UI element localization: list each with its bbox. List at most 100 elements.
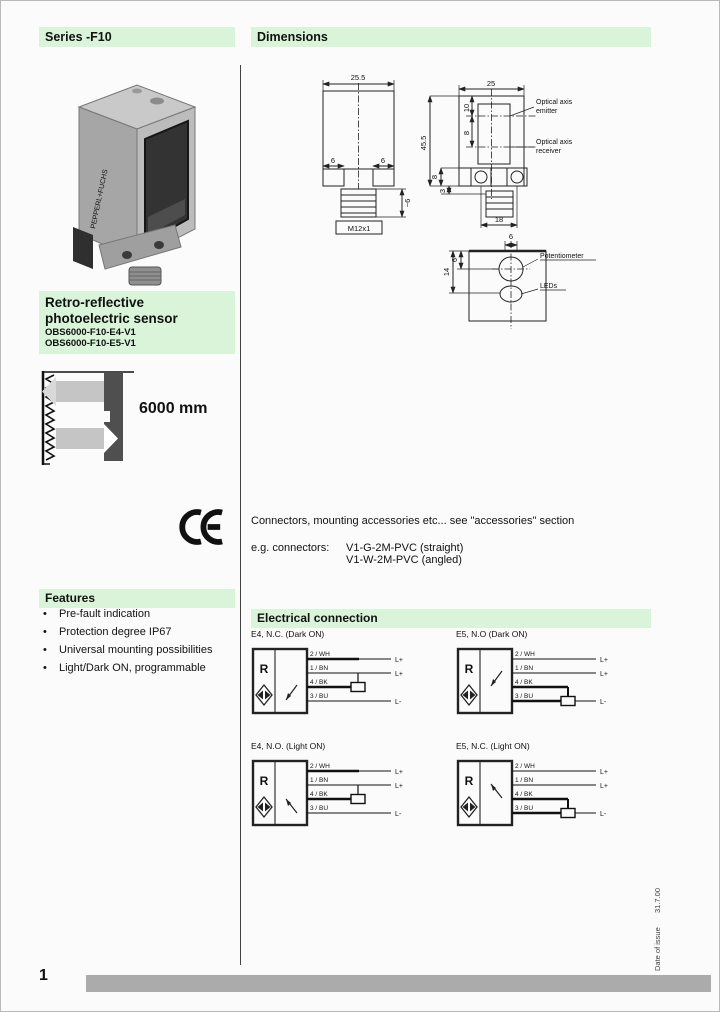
dim-front-emitter-offset: 10 <box>462 104 471 112</box>
side-view-drawing <box>322 80 406 235</box>
wiring-diagram-e4-dark-on: E4, N.C. (Dark ON) R 2 / WH 1 / BN 4 / B… <box>251 629 451 724</box>
optical-symbol-right <box>265 690 271 700</box>
optical-symbol-right <box>470 690 476 700</box>
connectors-note: Connectors, mounting accessories etc... … <box>251 515 575 527</box>
product-model-1: OBS6000-F10-E4-V1 <box>45 327 136 338</box>
receiver-symbol: R <box>465 774 474 788</box>
wiring-schematic: R 2 / WH 1 / BN 4 / BK 3 / BU L+ L+ L- <box>456 759 608 827</box>
beam-bottom <box>56 428 104 449</box>
wiring-schematic: R 2 / WH 1 / BN 4 / BK 3 / BU L+ L+ L- <box>251 647 403 715</box>
dim-front-height: 45.5 <box>419 136 428 151</box>
product-model-2: OBS6000-F10-E5-V1 <box>45 338 136 349</box>
rail-label: L+ <box>395 671 403 678</box>
date-of-issue-label: Date of issue <box>653 927 662 971</box>
optical-symbol-left <box>462 690 468 700</box>
photo-top-screw <box>132 88 142 94</box>
dimensions-header: Dimensions <box>251 27 651 47</box>
rail-label: L- <box>395 811 402 818</box>
ce-letter-c <box>179 509 202 545</box>
optical-symbol-right <box>265 802 271 812</box>
photo-side-block <box>73 227 93 269</box>
rail-label: L- <box>395 699 402 706</box>
wiring-caption: E5, N.C. (Light ON) <box>456 741 530 751</box>
wiring-caption: E5, N.O (Dark ON) <box>456 629 528 639</box>
wire-label: 1 / BN <box>515 777 533 784</box>
dim-front-axis-gap: 8 <box>462 131 471 135</box>
electrical-connection-header: Electrical connection <box>251 609 651 628</box>
switch-arrow <box>491 784 496 791</box>
dim-top-width: 6 <box>509 232 513 241</box>
optical-axis-receiver-label2: receiver <box>536 148 562 155</box>
wire-label: 2 / WH <box>310 763 330 770</box>
wire-label: 3 / BU <box>310 693 328 700</box>
receiver-symbol: R <box>465 662 474 676</box>
dim-top-left-inner: 6 <box>450 258 459 262</box>
wire-label: 1 / BN <box>310 665 328 672</box>
sensing-range-diagram <box>41 371 134 465</box>
dim-side-foot-right: 6 <box>381 156 385 165</box>
dim-front-gap-below: 3 <box>438 189 447 193</box>
switch-arrow <box>491 679 496 686</box>
optical-symbol-right <box>470 802 476 812</box>
wiring-caption: E4, N.O. (Light ON) <box>251 741 326 751</box>
rail-label: L+ <box>395 657 403 664</box>
optical-symbol-icon <box>460 795 478 819</box>
photo-base-flange <box>98 224 182 270</box>
wire-label: 4 / BK <box>515 791 533 798</box>
feature-item: Universal mounting possibilities <box>39 641 239 659</box>
wire-label: 3 / BU <box>515 693 533 700</box>
feature-item: Pre-fault indication <box>39 605 239 623</box>
load-symbol <box>560 695 576 707</box>
potentiometer-label: Potentiometer <box>540 253 584 260</box>
beam-top <box>56 381 104 402</box>
feature-item: Protection degree IP67 <box>39 623 239 641</box>
wire-label: 4 / BK <box>310 791 328 798</box>
wire-label: 1 / BN <box>310 777 328 784</box>
dim-front-foot-height: 8 <box>430 175 439 179</box>
top-view-drawing <box>449 241 596 329</box>
wire-label: 4 / BK <box>310 679 328 686</box>
dim-side-thread: M12x1 <box>348 224 371 233</box>
photo-top-detail <box>150 97 164 105</box>
rail-label: L+ <box>395 783 403 790</box>
rail-label: L- <box>600 811 607 818</box>
connector-example-straight: V1-G-2M-PVC (straight) <box>346 542 464 554</box>
wiring-schematic: R 2 / WH 1 / BN 4 / BK 3 / BU L+ L+ L- <box>251 759 403 827</box>
features-list: Pre-fault indication Protection degree I… <box>39 605 239 677</box>
product-title-line2: photoelectric sensor <box>45 311 178 326</box>
product-title-block: Retro-reflective photoelectric sensor OB… <box>39 291 235 354</box>
wire-label: 3 / BU <box>310 805 328 812</box>
wiring-diagram-e5-light-on: E5, N.C. (Light ON) R 2 / WH 1 / BN 4 / … <box>456 741 656 836</box>
dim-side-foot-left: 6 <box>331 156 335 165</box>
beam-bottom-arrow <box>104 424 118 453</box>
rail-label: L+ <box>600 783 608 790</box>
switch-arrow <box>286 693 291 700</box>
optical-symbol-icon <box>255 683 273 707</box>
switch-arrow <box>286 799 291 806</box>
ce-letter-e-arc <box>200 509 223 545</box>
wire-label: 2 / WH <box>310 651 330 658</box>
rail-label: L+ <box>395 769 403 776</box>
optical-symbol-icon <box>460 683 478 707</box>
receiver-symbol: R <box>260 774 269 788</box>
dim-front-hole-spacing: 18 <box>495 215 503 224</box>
product-title-line1: Retro-reflective <box>45 295 145 310</box>
page-number: 1 <box>39 967 48 984</box>
wiring-diagram-e5-dark-on: E5, N.O (Dark ON) R 2 / WH 1 / BN 4 / BK… <box>456 629 656 724</box>
dimension-drawings: 25.5 6 6 M12x1 ~6 <box>322 73 596 329</box>
receiver-symbol: R <box>260 662 269 676</box>
load-symbol <box>350 681 366 693</box>
connector-example-angled: V1-W-2M-PVC (angled) <box>346 554 462 566</box>
photo-mount-hole-1 <box>122 251 132 259</box>
optical-symbol-icon <box>255 795 273 819</box>
load-symbol <box>350 793 366 805</box>
beam-top-arrow <box>42 377 56 406</box>
product-photo: PEPPERL+FUCHS <box>73 84 197 286</box>
optical-symbol-left <box>257 802 263 812</box>
optical-symbol-left <box>462 802 468 812</box>
photo-window-lower <box>148 199 185 235</box>
date-of-issue-value: 31.7.00 <box>653 887 662 913</box>
wire-label: 3 / BU <box>515 805 533 812</box>
wire-label: 4 / BK <box>515 679 533 686</box>
